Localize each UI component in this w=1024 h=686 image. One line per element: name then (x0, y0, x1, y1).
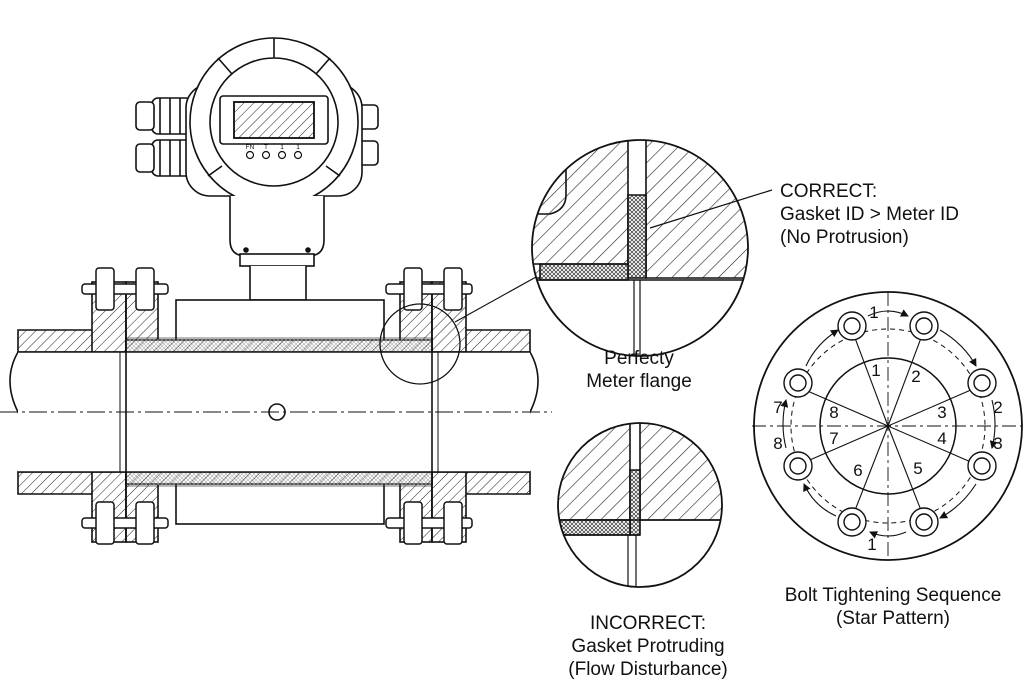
correct-callout: CORRECT: Gasket ID > Meter ID (No Protru… (780, 180, 959, 249)
sequence-arrows (780, 309, 998, 539)
bolt-sequence-subtitle: (Star Pattern) (835, 608, 951, 629)
svg-text:1: 1 (871, 361, 880, 380)
svg-text:7: 7 (829, 429, 838, 448)
svg-text:3: 3 (937, 403, 946, 422)
svg-text:1: 1 (296, 144, 300, 151)
cable-gland-upper (135, 97, 193, 135)
flange-caption-line1: Perfecty (604, 348, 674, 369)
svg-text:1: 1 (280, 144, 284, 151)
correct-callout-title: CORRECT: (780, 181, 878, 202)
incorrect-callout-issue: Gasket Protruding (571, 636, 725, 657)
correct-callout-note: (No Protrusion) (780, 227, 909, 248)
transmitter-head (135, 37, 379, 301)
bolt-sequence-title: Bolt Tightening Sequence (784, 585, 1002, 606)
detail-marker-circle (379, 303, 461, 385)
detail-leader-line (454, 271, 546, 323)
keypad-labels: FN T 1 1 (246, 144, 301, 151)
keypad (245, 150, 303, 160)
incorrect-callout: INCORRECT: Gasket Protruding (Flow Distu… (548, 612, 748, 681)
bolt-sequence-caption: Bolt Tightening Sequence (Star Pattern) (764, 584, 1022, 630)
correct-pointer-line (649, 189, 773, 229)
svg-text:4: 4 (937, 429, 946, 448)
flange-caption: Perfecty Meter flange (568, 347, 710, 393)
inner-sequence-numbers: 1 2 3 4 5 6 7 8 (829, 361, 946, 480)
svg-text:T: T (264, 144, 268, 151)
svg-text:1: 1 (867, 535, 876, 554)
incorrect-callout-note: (Flow Disturbance) (568, 659, 728, 680)
flange-caption-line2: Meter flange (586, 371, 692, 392)
svg-text:7: 7 (773, 398, 782, 417)
bolt-holes (783, 311, 997, 537)
incorrect-detail-magnifier (557, 422, 723, 588)
correct-callout-rule: Gasket ID > Meter ID (780, 204, 959, 225)
flange-bolts (81, 267, 473, 545)
svg-text:1: 1 (869, 303, 878, 322)
cable-gland-lower (135, 139, 193, 177)
svg-text:2: 2 (911, 367, 920, 386)
incorrect-callout-title: INCORRECT: (589, 613, 707, 634)
svg-text:8: 8 (829, 403, 838, 422)
svg-text:8: 8 (773, 434, 782, 453)
svg-text:2: 2 (993, 398, 1002, 417)
star-lines (795, 329, 981, 519)
svg-text:3: 3 (993, 434, 1002, 453)
outer-sequence-numbers: 1 2 3 1 8 7 (773, 303, 1002, 554)
svg-text:6: 6 (853, 461, 862, 480)
bolt-star-pattern (752, 291, 1023, 561)
svg-text:FN: FN (246, 144, 255, 151)
svg-text:5: 5 (913, 459, 922, 478)
correct-detail-magnifier (531, 139, 749, 357)
